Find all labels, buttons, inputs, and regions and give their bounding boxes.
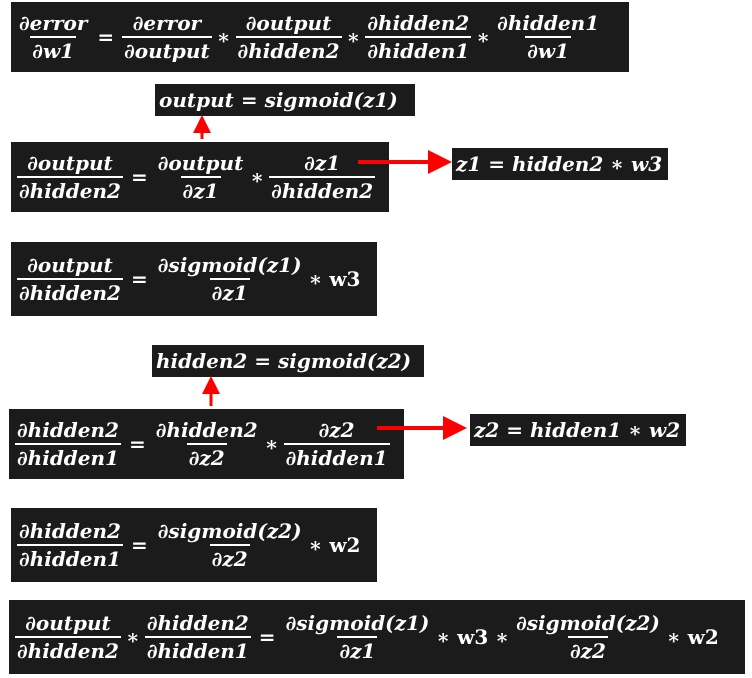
numerator: ∂sigmoid(z1) bbox=[285, 611, 430, 635]
denominator: ∂z1 bbox=[337, 636, 378, 664]
numerator: ∂output bbox=[157, 151, 244, 175]
numerator: ∂z1 bbox=[304, 151, 341, 175]
fraction-term: ∂sigmoid(z2) ∂z2 bbox=[514, 610, 662, 664]
definition-text: output = sigmoid(z1) bbox=[159, 88, 398, 112]
fraction-term: ∂hidden2 ∂hidden1 bbox=[144, 610, 251, 664]
denominator: ∂hidden2 bbox=[17, 278, 123, 306]
denominator: ∂hidden2 bbox=[15, 636, 121, 664]
numerator: ∂error bbox=[132, 11, 202, 35]
equation-output-wrt-hidden2: ∂output ∂hidden2 = ∂output ∂z1 ∗ ∂z1 ∂hi… bbox=[11, 142, 389, 212]
multiply-sign: ∗ bbox=[250, 165, 265, 189]
denominator: ∂hidden2 bbox=[235, 36, 342, 64]
definition-z2: z2 = hidden1 ∗ w2 bbox=[470, 414, 686, 446]
numerator: ∂hidden1 bbox=[497, 11, 600, 35]
fraction-term: ∂hidden2 ∂z2 bbox=[154, 417, 260, 471]
fraction-term: ∂z1 ∂hidden2 bbox=[269, 150, 376, 204]
numerator: ∂output bbox=[27, 253, 113, 277]
numerator: ∂output bbox=[245, 11, 332, 35]
denominator: ∂hidden1 bbox=[15, 443, 121, 471]
fraction-lhs: ∂error ∂w1 bbox=[17, 10, 89, 64]
fraction-lhs: ∂hidden2 ∂hidden1 bbox=[15, 417, 121, 471]
numerator: ∂hidden2 bbox=[19, 519, 121, 543]
denominator: ∂w1 bbox=[30, 36, 77, 64]
equals-sign: = bbox=[128, 432, 146, 456]
definition-hidden2: hidden2 = sigmoid(z2) bbox=[152, 345, 424, 377]
denominator: ∂hidden1 bbox=[144, 636, 251, 664]
numerator: ∂sigmoid(z2) bbox=[516, 611, 660, 635]
fraction-term: ∂hidden1 ∂w1 bbox=[495, 10, 601, 64]
numerator: ∂hidden2 bbox=[17, 418, 119, 442]
denominator: ∂w1 bbox=[525, 36, 572, 64]
multiply-sign: ∗ bbox=[216, 25, 231, 49]
fraction-lhs: ∂hidden2 ∂hidden1 bbox=[17, 518, 123, 572]
numerator: ∂hidden2 bbox=[146, 611, 249, 635]
equals-sign: = bbox=[130, 533, 148, 557]
fraction-term: ∂sigmoid(z1) ∂z1 bbox=[156, 252, 304, 306]
denominator: ∂hidden1 bbox=[365, 36, 472, 64]
denominator: ∂hidden2 bbox=[269, 176, 376, 204]
tail-factor: ∗ w2 bbox=[308, 533, 361, 557]
fraction-term: ∂output ∂z1 bbox=[156, 150, 246, 204]
equals-sign: = bbox=[130, 267, 148, 291]
numerator: ∂sigmoid(z1) bbox=[157, 253, 302, 277]
definition-text: z1 = hidden2 ∗ w3 bbox=[456, 152, 663, 176]
denominator: ∂output bbox=[122, 36, 212, 64]
fraction-term: ∂sigmoid(z2) ∂z2 bbox=[156, 518, 304, 572]
fraction-term: ∂output ∂hidden2 bbox=[15, 610, 121, 664]
equals-sign: = bbox=[258, 625, 276, 649]
numerator: ∂error bbox=[19, 11, 88, 35]
denominator: ∂z1 bbox=[209, 278, 250, 306]
fraction-term: ∂sigmoid(z1) ∂z1 bbox=[284, 610, 432, 664]
denominator: ∂hidden1 bbox=[283, 443, 390, 471]
numerator: ∂hidden2 bbox=[367, 11, 470, 35]
multiply-sign: ∗ bbox=[264, 432, 279, 456]
fraction-lhs: ∂output ∂hidden2 bbox=[17, 252, 123, 306]
middle-factor: ∗ w3 ∗ bbox=[436, 625, 510, 649]
fraction-term: ∂error ∂output bbox=[122, 10, 212, 64]
numerator: ∂sigmoid(z2) bbox=[157, 519, 302, 543]
denominator: ∂z1 bbox=[180, 176, 221, 204]
equation-hidden2-sigmoid-derivative: ∂hidden2 ∂hidden1 = ∂sigmoid(z2) ∂z2 ∗ w… bbox=[11, 508, 377, 582]
definition-z1: z1 = hidden2 ∗ w3 bbox=[452, 148, 668, 180]
denominator: ∂z2 bbox=[568, 636, 608, 664]
fraction-lhs: ∂output ∂hidden2 bbox=[17, 150, 123, 204]
equals-sign: = bbox=[97, 25, 115, 49]
denominator: ∂hidden2 bbox=[17, 176, 123, 204]
numerator: ∂output bbox=[25, 611, 111, 635]
equation-combined-result: ∂output ∂hidden2 ∗ ∂hidden2 ∂hidden1 = ∂… bbox=[9, 600, 745, 674]
numerator: ∂hidden2 bbox=[155, 418, 258, 442]
denominator: ∂hidden1 bbox=[17, 544, 123, 572]
fraction-term: ∂output ∂hidden2 bbox=[235, 10, 342, 64]
denominator: ∂z2 bbox=[186, 443, 227, 471]
equation-hidden2-wrt-hidden1: ∂hidden2 ∂hidden1 = ∂hidden2 ∂z2 ∗ ∂z2 ∂… bbox=[9, 409, 404, 479]
multiply-sign: ∗ bbox=[346, 25, 361, 49]
definition-output: output = sigmoid(z1) bbox=[155, 84, 415, 116]
equation-output-sigmoid-derivative: ∂output ∂hidden2 = ∂sigmoid(z1) ∂z1 ∗ w3 bbox=[11, 242, 377, 316]
numerator: ∂output bbox=[27, 151, 113, 175]
multiply-sign: ∗ bbox=[125, 625, 140, 649]
chain-rule-equation-full: ∂error ∂w1 = ∂error ∂output ∗ ∂output ∂h… bbox=[11, 2, 629, 72]
tail-factor: ∗ w3 bbox=[308, 267, 361, 291]
numerator: ∂z2 bbox=[318, 418, 355, 442]
definition-text: z2 = hidden1 ∗ w2 bbox=[474, 418, 681, 442]
tail-factor: ∗ w2 bbox=[666, 625, 719, 649]
fraction-term: ∂hidden2 ∂hidden1 bbox=[365, 10, 472, 64]
multiply-sign: ∗ bbox=[476, 25, 491, 49]
definition-text: hidden2 = sigmoid(z2) bbox=[156, 349, 412, 373]
fraction-term: ∂z2 ∂hidden1 bbox=[283, 417, 390, 471]
denominator: ∂z2 bbox=[209, 544, 250, 572]
equals-sign: = bbox=[130, 165, 148, 189]
